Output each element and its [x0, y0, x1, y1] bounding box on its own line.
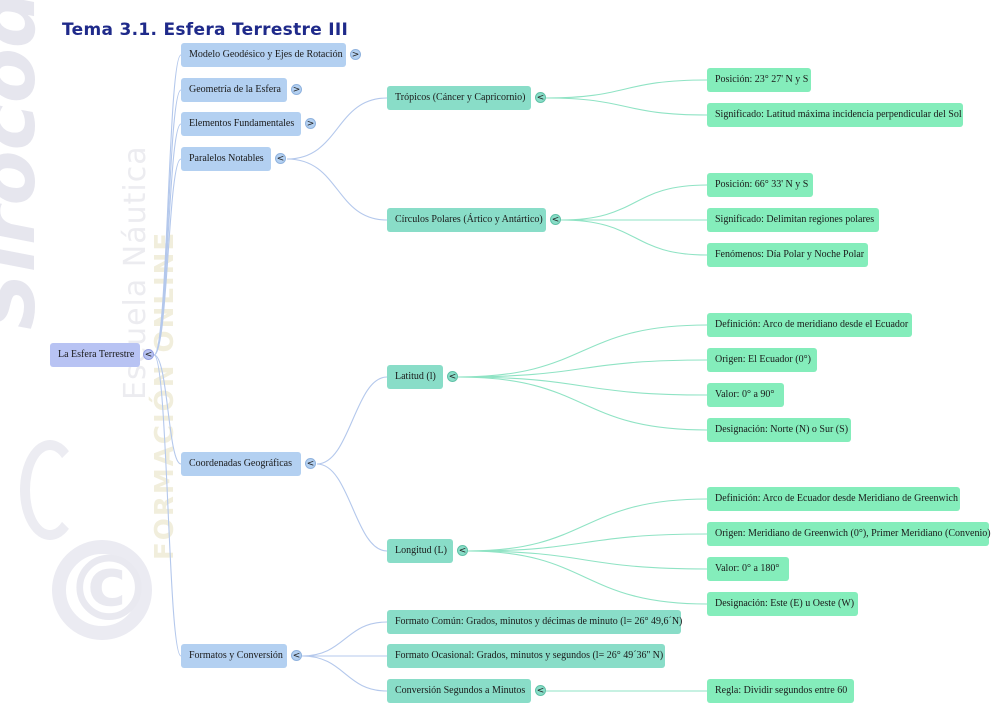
node-conversion-segundos[interactable]: Conversión Segundos a Minutos — [387, 679, 531, 703]
node-geometria-esfera[interactable]: Geometría de la Esfera — [181, 78, 287, 102]
collapse-toggle[interactable]: < — [291, 650, 302, 661]
link — [560, 184, 708, 221]
collapse-toggle[interactable]: < — [535, 92, 546, 103]
link — [153, 354, 182, 465]
leaf-longitud-definicion[interactable]: Definición: Arco de Ecuador desde Meridi… — [707, 487, 960, 511]
link — [316, 463, 388, 552]
leaf-latitud-origen[interactable]: Origen: El Ecuador (0°) — [707, 348, 817, 372]
collapse-toggle[interactable]: < — [143, 349, 154, 360]
link — [467, 498, 708, 552]
link — [153, 354, 182, 657]
node-tropicos[interactable]: Trópicos (Cáncer y Capricornio) — [387, 86, 531, 110]
node-paralelos-notables[interactable]: Paralelos Notables — [181, 147, 271, 171]
collapse-toggle[interactable]: < — [275, 153, 286, 164]
link — [457, 376, 708, 431]
leaf-longitud-designacion[interactable]: Designación: Este (E) u Oeste (W) — [707, 592, 858, 616]
link — [467, 550, 708, 605]
node-formato-ocasional[interactable]: Formato Ocasional: Grados, minutos y seg… — [387, 644, 665, 668]
link — [301, 621, 388, 657]
link — [153, 123, 182, 356]
expand-toggle[interactable]: > — [350, 49, 361, 60]
leaf-longitud-origen[interactable]: Origen: Meridiano de Greenwich (0°), Pri… — [707, 522, 991, 546]
leaf-circulos-fenomenos[interactable]: Fenómenos: Día Polar y Noche Polar — [707, 243, 868, 267]
link — [545, 97, 708, 116]
link — [457, 324, 708, 378]
leaf-circulos-posicion[interactable]: Posición: 66° 33' N y S — [707, 173, 813, 197]
link — [286, 158, 388, 221]
link — [467, 550, 708, 570]
link — [153, 158, 182, 356]
link — [457, 359, 708, 378]
leaf-tropicos-significado[interactable]: Significado: Latitud máxima incidencia p… — [707, 103, 963, 127]
link — [286, 97, 388, 160]
link — [316, 376, 388, 465]
node-modelo-geodesico[interactable]: Modelo Geodésico y Ejes de Rotación — [181, 43, 346, 67]
root-node[interactable]: La Esfera Terrestre — [50, 343, 140, 367]
leaf-latitud-definicion[interactable]: Definición: Arco de meridiano desde el E… — [707, 313, 912, 337]
expand-toggle[interactable]: > — [291, 84, 302, 95]
expand-toggle[interactable]: > — [305, 118, 316, 129]
node-longitud[interactable]: Longitud (L) — [387, 539, 453, 563]
node-circulos-polares[interactable]: Círculos Polares (Ártico y Antártico) — [387, 208, 546, 232]
link — [153, 89, 182, 356]
collapse-toggle[interactable]: < — [535, 685, 546, 696]
leaf-tropicos-posicion[interactable]: Posición: 23° 27' N y S — [707, 68, 811, 92]
leaf-conversion-regla[interactable]: Regla: Dividir segundos entre 60 — [707, 679, 854, 703]
page-title: Tema 3.1. Esfera Terrestre III — [62, 20, 349, 40]
collapse-toggle[interactable]: < — [457, 545, 468, 556]
link — [301, 655, 388, 692]
node-latitud[interactable]: Latitud (l) — [387, 365, 443, 389]
leaf-latitud-valor[interactable]: Valor: 0° a 90° — [707, 383, 784, 407]
leaf-latitud-designacion[interactable]: Designación: Norte (N) o Sur (S) — [707, 418, 851, 442]
collapse-toggle[interactable]: < — [447, 371, 458, 382]
collapse-toggle[interactable]: < — [550, 214, 561, 225]
link — [467, 533, 708, 552]
node-elementos-fundamentales[interactable]: Elementos Fundamentales — [181, 112, 301, 136]
node-formatos-conversion[interactable]: Formatos y Conversión — [181, 644, 287, 668]
node-coordenadas-geograficas[interactable]: Coordenadas Geográficas — [181, 452, 301, 476]
link — [560, 219, 708, 256]
collapse-toggle[interactable]: < — [305, 458, 316, 469]
link — [545, 79, 708, 99]
leaf-circulos-significado[interactable]: Significado: Delimitan regiones polares — [707, 208, 879, 232]
leaf-longitud-valor[interactable]: Valor: 0° a 180° — [707, 557, 789, 581]
link — [457, 376, 708, 396]
node-formato-comun[interactable]: Formato Común: Grados, minutos y décimas… — [387, 610, 682, 634]
